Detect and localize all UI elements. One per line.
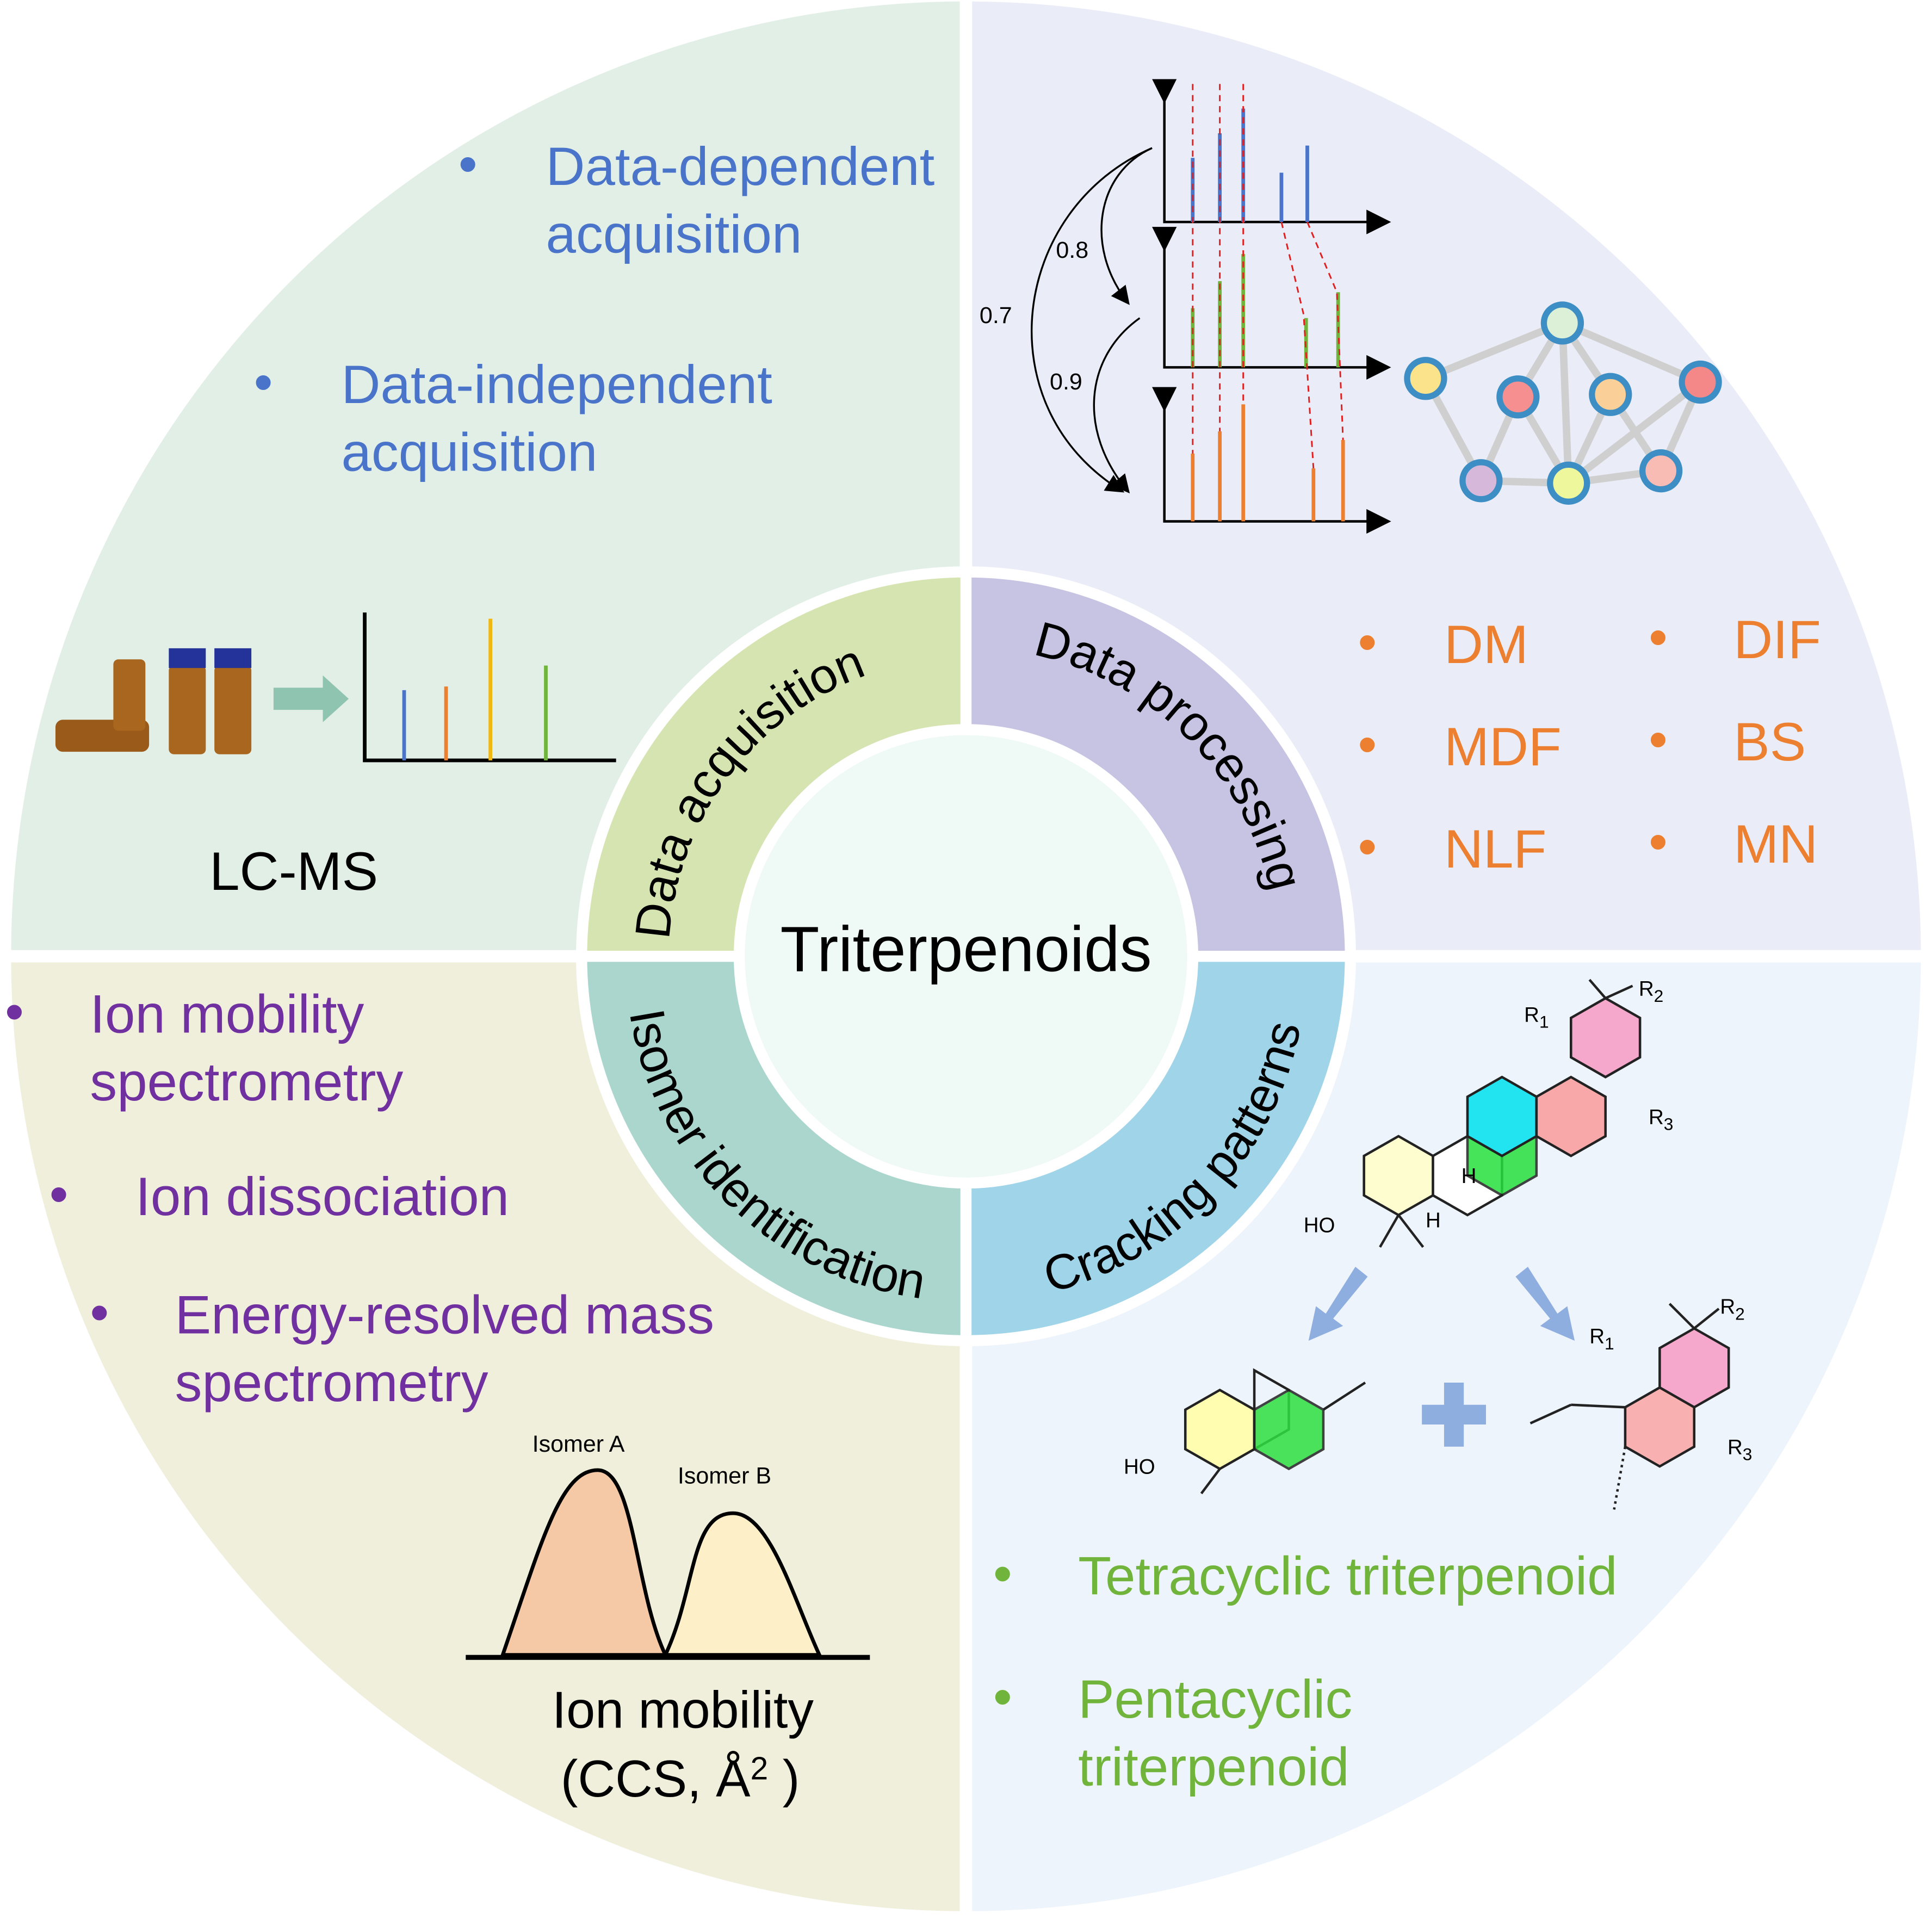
svg-text:•: • (1358, 817, 1377, 877)
svg-text:•: • (1649, 607, 1668, 667)
svg-text:R1: R1 (1589, 1325, 1614, 1353)
bullet-dia-line2: acquisition (341, 423, 597, 483)
svg-text:R3: R3 (1649, 1105, 1673, 1134)
peak-isomer-b (662, 1511, 822, 1657)
svg-text:•: • (49, 1164, 69, 1224)
svg-text:•: • (5, 982, 24, 1042)
method-mdf: MDF (1444, 717, 1562, 777)
network-node (1639, 449, 1683, 493)
ion-mobility-plot: Isomer A Isomer B Ion mobility (CCS, Å2 … (466, 1431, 870, 1808)
molecular-network (1404, 301, 1722, 505)
fragment-ho-label: HO (1124, 1456, 1155, 1479)
svg-text:•: • (1649, 709, 1668, 770)
bullet-dot: • (254, 352, 273, 413)
method-dm: DM (1444, 615, 1528, 675)
lcms-spectrum (363, 612, 616, 763)
label-isomer-b: Isomer B (678, 1463, 771, 1489)
network-node (1679, 360, 1722, 404)
method-bs: BS (1733, 712, 1806, 772)
network-node (1459, 459, 1503, 503)
spectra-comparison (1031, 79, 1391, 534)
method-dif: DIF (1733, 610, 1821, 670)
bullet-dissociation: Ion dissociation (135, 1167, 509, 1227)
svg-text:•: • (90, 1283, 109, 1343)
network-node (1540, 301, 1584, 345)
bullet-erms-line2: spectrometry (175, 1353, 488, 1413)
bullet-tetracyclic: Tetracyclic triterpenoid (1078, 1546, 1617, 1607)
svg-text:R3: R3 (1727, 1435, 1752, 1464)
bullet-erms-line1: Energy-resolved mass (175, 1285, 714, 1345)
svg-text:•: • (1649, 812, 1668, 872)
svg-text:H: H (1426, 1209, 1441, 1232)
bullet-ims-line1: Ion mobility (90, 984, 364, 1045)
method-mn: MN (1733, 814, 1818, 875)
axis-label-line2: (CCS, Å2 ) (561, 1750, 800, 1808)
svg-text:•: • (1358, 715, 1377, 775)
structure-labels: R1 R2 R3 HO H H (1304, 977, 1674, 1237)
network-node (1496, 375, 1540, 419)
svg-text:•: • (1358, 612, 1377, 673)
svg-text:R1: R1 (1524, 1003, 1549, 1031)
center-title: Triterpenoids (781, 913, 1152, 984)
method-nlf: NLF (1444, 819, 1546, 880)
vial-icon (113, 659, 146, 731)
acquisition-bullets: • Data-dependent acquisition • Data-inde… (254, 134, 935, 483)
peak-isomer-a (500, 1468, 668, 1657)
bullet-dda-line1: Data-dependent (546, 137, 935, 197)
svg-text:HO: HO (1304, 1214, 1335, 1237)
cracking-bullets: • Tetracyclic triterpenoid • Pentacyclic… (993, 1544, 1618, 1798)
processing-methods: • DM • DIF • MDF • BS • NLF • MN (1358, 607, 1820, 880)
fragment-right-structure (1530, 1303, 1730, 1510)
vial-icon (169, 665, 206, 754)
plus-icon (1422, 1383, 1486, 1447)
bullet-dot: • (459, 134, 478, 195)
bullet-dia-line1: Data-independent (341, 355, 772, 415)
triterpenoid-structure (1363, 978, 1642, 1248)
network-node (1589, 373, 1632, 416)
fragmentation-arrow-right-icon (1515, 1267, 1575, 1341)
sample-vials-illustration (55, 648, 349, 754)
network-node (1404, 357, 1447, 400)
similarity-score-3: 0.9 (1050, 369, 1082, 395)
arrow-right-icon (273, 675, 349, 722)
similarity-score-2: 0.7 (980, 302, 1012, 329)
bullet-pentacyclic-line2: triterpenoid (1078, 1737, 1349, 1798)
label-isomer-a: Isomer A (532, 1431, 625, 1457)
network-node (1547, 461, 1590, 505)
svg-text:R2: R2 (1720, 1295, 1744, 1323)
center-circle (733, 724, 1199, 1189)
fragment-left-structure (1184, 1368, 1366, 1495)
bullet-ims-line2: spectrometry (90, 1052, 403, 1112)
bullet-dda-line2: acquisition (546, 205, 802, 265)
svg-text:•: • (993, 1544, 1012, 1604)
fragment-right-labels: R1 R2 R3 (1589, 1295, 1752, 1464)
svg-text:•: • (993, 1667, 1012, 1727)
svg-text:H: H (1462, 1165, 1477, 1188)
isomer-bullets: • Ion mobility spectrometry • Ion dissoc… (5, 982, 714, 1413)
axis-label-line1: Ion mobility (552, 1681, 814, 1739)
vial-icon (214, 665, 252, 754)
lcms-label: LC-MS (209, 841, 378, 902)
bullet-pentacyclic-line1: Pentacyclic (1078, 1669, 1352, 1730)
fragmentation-arrow-left-icon (1308, 1267, 1368, 1341)
svg-text:R2: R2 (1639, 977, 1663, 1006)
similarity-score-1: 0.8 (1056, 237, 1088, 263)
